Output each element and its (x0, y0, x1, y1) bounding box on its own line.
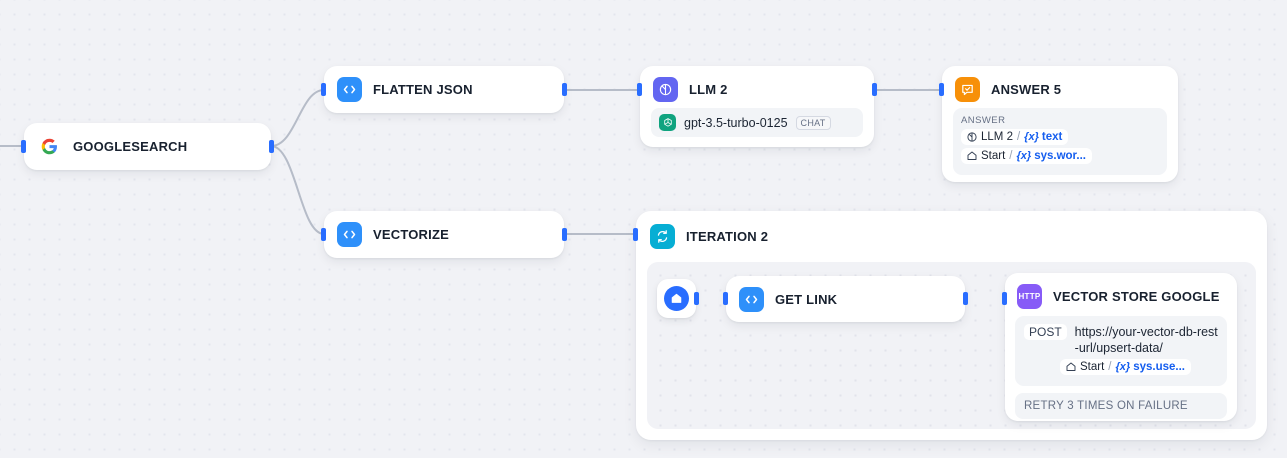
variable-source: LLM 2 (981, 131, 1013, 143)
http-icon-label: HTTP (1018, 292, 1041, 301)
answer-variables-block: ANSWER LLM 2 / {x} text (953, 108, 1167, 175)
edge-googlesearch-flatten (270, 89, 325, 147)
llm-model-name: gpt-3.5-turbo-0125 (684, 115, 788, 130)
edge-googlesearch-vectorize (270, 145, 325, 235)
answer-section-label: ANSWER (961, 115, 1006, 126)
handle-vectorstore-in[interactable] (1002, 292, 1007, 305)
handle-googlesearch-in[interactable] (21, 140, 26, 153)
variable-separator: / (1016, 131, 1021, 143)
code-icon (337, 222, 362, 247)
handle-vectorize-out[interactable] (562, 228, 567, 241)
code-icon (337, 77, 362, 102)
variable-source: Start (981, 150, 1006, 162)
handle-iteration2-in[interactable] (633, 228, 638, 241)
handle-answer5-in[interactable] (939, 83, 944, 96)
node-vectorize[interactable]: VECTORIZE (321, 211, 567, 258)
home-icon (1065, 361, 1077, 373)
node-title-flatten-json: FLATTEN JSON (373, 82, 473, 97)
node-flatten-json[interactable]: FLATTEN JSON (321, 66, 567, 113)
handle-llm2-out[interactable] (872, 83, 877, 96)
node-iteration-start[interactable] (657, 279, 699, 318)
node-llm2[interactable]: LLM 2 gpt-3.5-turbo-0125 CHAT (637, 66, 877, 147)
handle-getlink-in[interactable] (723, 292, 728, 305)
answer-icon (955, 77, 980, 102)
handle-llm2-in[interactable] (637, 83, 642, 96)
llm-model-row[interactable]: gpt-3.5-turbo-0125 CHAT (651, 108, 863, 137)
node-answer5[interactable]: ANSWER 5 ANSWER LLM 2 / {x} text (939, 66, 1178, 182)
handle-vectorize-in[interactable] (321, 228, 326, 241)
variable-separator: / (1108, 361, 1112, 373)
home-icon (966, 150, 978, 162)
variable-source: Start (1080, 361, 1105, 373)
node-title-vector-store-google: VECTOR STORE GOOGLE (1053, 289, 1220, 304)
variable-chip-llm2-text[interactable]: LLM 2 / {x} text (961, 129, 1069, 145)
node-title-llm2: LLM 2 (689, 82, 728, 97)
handle-flatten-in[interactable] (321, 83, 326, 96)
node-title-vectorize: VECTORIZE (373, 227, 449, 242)
iteration2-header: ITERATION 2 (636, 211, 782, 262)
http-icon: HTTP (1017, 284, 1042, 309)
handle-flatten-out[interactable] (562, 83, 567, 96)
http-retry-note: RETRY 3 TIMES ON FAILURE (1015, 393, 1227, 419)
variable-separator: / (1009, 150, 1013, 162)
node-title-googlesearch: GOOGLESEARCH (73, 139, 188, 154)
llm-icon (966, 131, 978, 143)
variable-x-token: {x} (1016, 150, 1032, 162)
llm-model-type-badge: CHAT (795, 115, 831, 130)
loop-icon (650, 224, 675, 249)
node-googlesearch[interactable]: GOOGLESEARCH (21, 123, 274, 170)
node-title-answer5: ANSWER 5 (991, 82, 1062, 97)
http-url: https://your-vector-db-rest-url/upsert-d… (1074, 325, 1218, 355)
home-icon (664, 286, 689, 311)
node-title-get-link: GET LINK (775, 292, 838, 307)
google-icon (37, 134, 62, 159)
code-icon (739, 287, 764, 312)
handle-getlink-out[interactable] (963, 292, 968, 305)
variable-name: sys.use... (1133, 361, 1185, 373)
variable-name: sys.wor... (1034, 150, 1086, 162)
node-vector-store-google[interactable]: HTTP VECTOR STORE GOOGLE POST https://yo… (1002, 273, 1237, 421)
node-get-link[interactable]: GET LINK (723, 276, 968, 322)
handle-iteration-start-out[interactable] (694, 292, 699, 305)
variable-x-token: {x} (1115, 361, 1131, 373)
variable-chip-start-sysword[interactable]: Start / {x} sys.wor... (961, 148, 1092, 164)
variable-x-token: {x} (1024, 131, 1039, 143)
http-method-badge: POST (1024, 324, 1067, 340)
node-title-iteration2: ITERATION 2 (686, 229, 769, 244)
handle-googlesearch-out[interactable] (269, 140, 274, 153)
variable-name: text (1041, 131, 1063, 143)
openai-icon (659, 114, 676, 131)
http-request-block: POST https://your-vector-db-rest-url/ups… (1015, 316, 1227, 386)
llm-icon (653, 77, 678, 102)
variable-chip-start-sysuse[interactable]: Start / {x} sys.use... (1060, 359, 1191, 375)
